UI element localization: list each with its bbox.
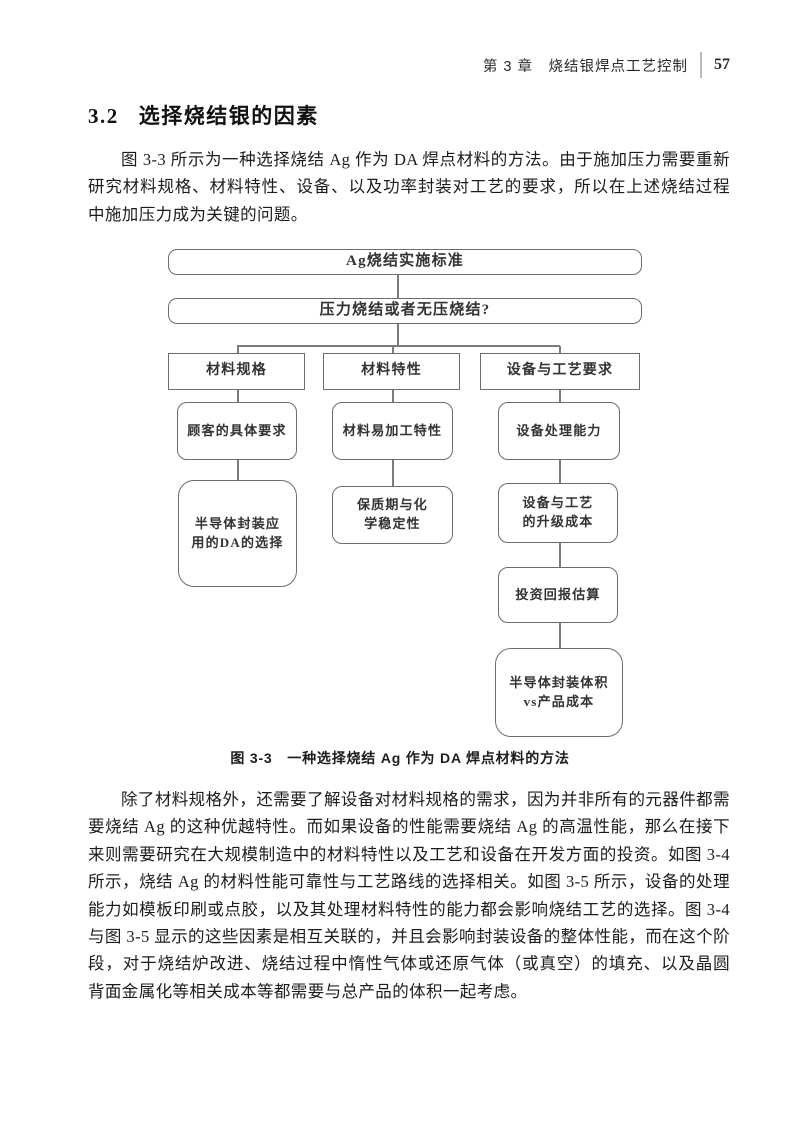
connector-branch1-b <box>237 460 239 480</box>
flowchart-node-da-selection: 半导体封装应 用的DA的选择 <box>178 480 297 587</box>
connector-branch3-b <box>559 460 561 483</box>
connector-drop-branch1 <box>237 346 239 354</box>
connector-drop-branch2 <box>392 346 394 354</box>
figure-caption: 图 3-3 一种选择烧结 Ag 作为 DA 焊点材料的方法 <box>230 750 570 766</box>
connector-branch2-a <box>392 390 394 402</box>
flowchart-node-branch1-header: 材料规格 <box>168 353 305 390</box>
connector-branch1-a <box>237 390 239 402</box>
header-divider <box>700 52 702 78</box>
connector-branch2-b <box>392 460 394 486</box>
flowchart-node-upgrade-cost: 设备与工艺 的升级成本 <box>498 483 618 543</box>
paragraph-2: 除了材料规格外，还需要了解设备对材料规格的需求，因为并非所有的元器件都需要烧结 … <box>88 790 730 1001</box>
flowchart-node-root: Ag烧结实施标准 <box>168 249 642 275</box>
flowchart-node-roi-estimate: 投资回报估算 <box>498 567 618 623</box>
flowchart-node-branch2-header: 材料特性 <box>323 353 460 390</box>
connector-drop-branch3 <box>559 346 561 354</box>
connector-decision-down <box>397 323 399 345</box>
page-header: 第 3 章 烧结银焊点工艺控制 57 <box>483 52 730 78</box>
connector-branch3-c <box>559 543 561 567</box>
connector-branch3-a <box>559 390 561 402</box>
section-title-text: 选择烧结银的因素 <box>138 104 319 128</box>
chapter-title: 第 3 章 烧结银焊点工艺控制 <box>482 58 688 75</box>
flowchart-node-shelf-life: 保质期与化 学稳定性 <box>332 486 453 544</box>
section-heading: 3.2 选择烧结银的因素 <box>88 100 319 130</box>
flowchart-node-customer-requirements: 顾客的具体要求 <box>177 402 297 460</box>
flowchart-node-equipment-capability: 设备处理能力 <box>498 402 620 460</box>
connector-root-decision <box>397 274 399 298</box>
paragraph-1: 图 3-3 所示为一种选择烧结 Ag 作为 DA 焊点材料的方法。由于施加压力需… <box>88 150 730 224</box>
connector-branch-horizontal <box>237 345 560 347</box>
flowchart-node-branch3-header: 设备与工艺要求 <box>480 353 640 390</box>
flowchart-node-volume-vs-cost: 半导体封装体积 vs产品成本 <box>495 648 623 737</box>
connector-branch3-d <box>559 623 561 648</box>
page-number: 57 <box>714 56 730 73</box>
flowchart-node-material-processability: 材料易加工特性 <box>332 402 453 460</box>
flowchart-node-decision: 压力烧结或者无压烧结? <box>168 298 642 324</box>
section-number: 3.2 <box>88 104 119 128</box>
